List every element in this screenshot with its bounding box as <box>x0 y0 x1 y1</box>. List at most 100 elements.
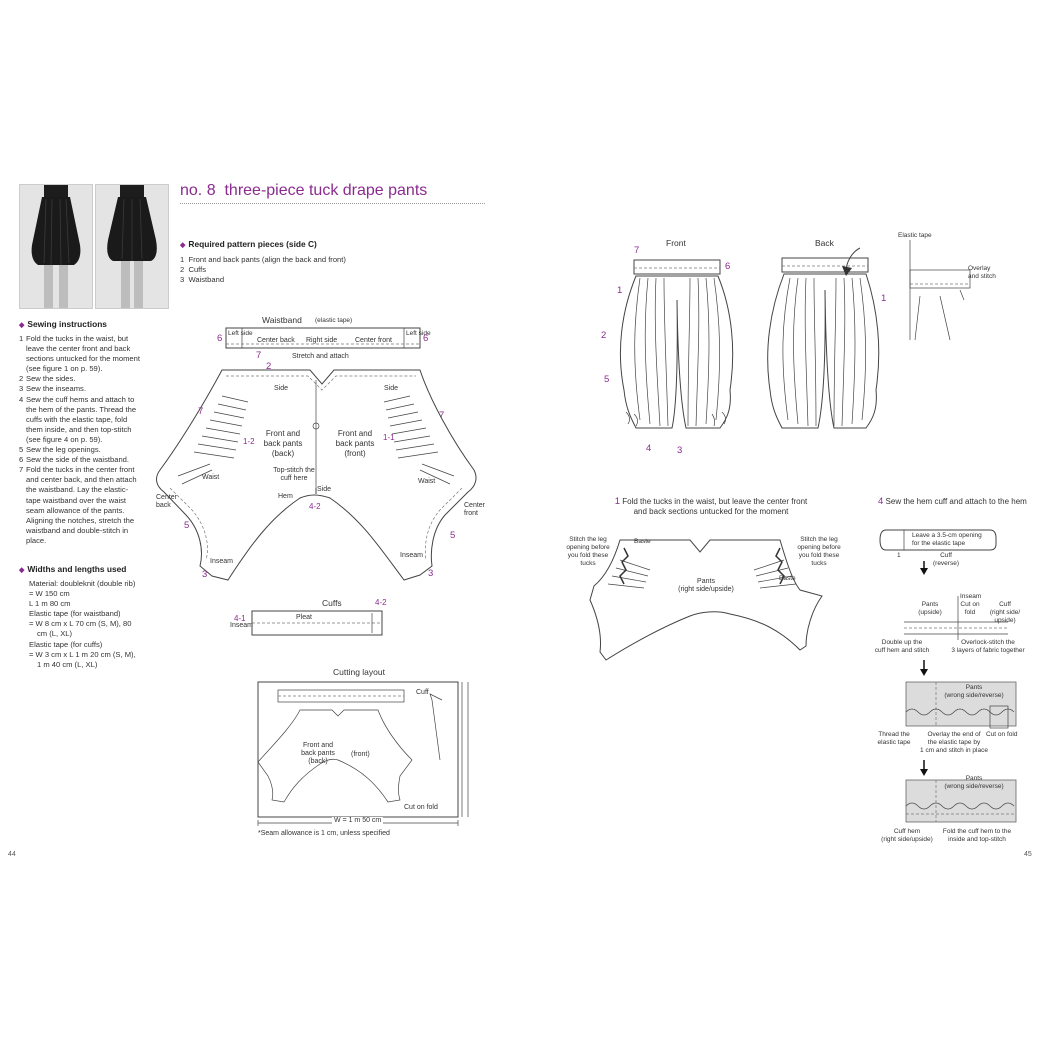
step-number: 2 <box>601 330 607 341</box>
required-item: 2 Cuffs <box>180 265 207 275</box>
side-label: Side <box>317 486 332 493</box>
sewing-heading: ◆Sewing instructions <box>19 319 107 329</box>
right-side-label: Right side <box>306 337 338 344</box>
step-number: 7 <box>256 350 262 361</box>
title-divider <box>180 203 485 204</box>
pants-rs-label: Pants(right side/upside) <box>678 578 734 593</box>
sewing-step-line: leave the center front and back <box>26 344 131 354</box>
center-back-label: Center back <box>257 337 295 344</box>
cuff-reverse-label: Cuff(reverse) <box>932 552 959 567</box>
pants-back-label: Front and back pants (back) <box>263 429 303 458</box>
baste-label: Baste <box>634 538 651 545</box>
step-number: 7 <box>198 406 204 417</box>
page-title: no. 8 three-piece tuck drape pants <box>180 182 428 199</box>
pants-cuff-detail-a <box>905 681 1017 727</box>
sewing-step-number: 2 <box>19 374 24 384</box>
baste-label: Baste <box>779 575 796 582</box>
inseam-label: Inseam <box>210 558 233 565</box>
step-number: 1-1 <box>383 433 395 442</box>
widths-line: = W 8 cm x L 70 cm (S, M), 80 <box>29 619 132 629</box>
required-heading: ◆Required pattern pieces (side C) <box>180 239 317 249</box>
sewing-step-line: Sew the side of the waistband. <box>26 455 130 465</box>
cuff-ring <box>879 529 997 551</box>
widths-line: = W 3 cm x L 1 m 20 cm (S, M), <box>29 649 136 659</box>
sewing-step-number: 4 <box>19 394 24 404</box>
topstitch-label: Top-stitch the cuff here <box>273 467 315 482</box>
inseam-label: Inseam <box>960 593 982 600</box>
waistband-title: Waistband <box>262 315 302 325</box>
widths-line: Elastic tape (for cuffs) <box>29 639 103 649</box>
step-number: 3 <box>428 568 434 579</box>
sewing-step-line: seam allowance of the pants. <box>26 505 125 515</box>
sewing-step-line: Fold the tucks in the waist, but <box>26 334 129 343</box>
waist-label: Waist <box>202 474 220 481</box>
step-number: 5 <box>604 374 610 385</box>
garment-photo-front-figure <box>20 185 92 308</box>
sewing-step-line: cuffs with the elastic tape, fold <box>26 414 128 424</box>
elastic-tape-label: Elastic tape <box>898 232 932 239</box>
step-number: 6 <box>217 333 223 344</box>
step-number: 3 <box>202 569 208 580</box>
step-number: 7 <box>634 245 640 256</box>
sewing-step-line: waistband and double-stitch in <box>26 525 129 535</box>
widths-line: = W 150 cm <box>29 589 70 599</box>
stretch-attach-label: Stretch and attach <box>292 353 349 360</box>
cuff-hem-label: Cuff hem(right side/upside) <box>881 828 933 843</box>
required-item: 1 Front and back pants (align the back a… <box>180 255 346 264</box>
pants-pattern-piece <box>156 369 477 581</box>
pleat-label: Pleat <box>296 614 312 621</box>
required-pieces-section: ◆Required pattern pieces (side C) 1 Fron… <box>180 239 346 285</box>
sewing-step-line: the waistband. Lay the elastic- <box>26 485 129 495</box>
back-title: Back <box>815 238 834 248</box>
pants-back-label: Front and back pants (back) <box>301 742 335 765</box>
inseam-label: Inseam <box>230 622 253 629</box>
step-number: 1 <box>881 293 887 304</box>
page-number-left: 44 <box>8 851 16 858</box>
figure1-caption: 1 Fold the tucks in the waist, but leave… <box>614 496 808 517</box>
pants-front-label: Front and back pants (front) <box>335 429 375 458</box>
step-number: 2 <box>266 361 272 372</box>
back-waistband <box>781 257 869 273</box>
overlay-stitch-label: Overlay and stitch <box>968 265 996 280</box>
sewing-step-line: sections untucked for the moment <box>26 354 140 364</box>
bullet-icon: ◆ <box>19 322 25 329</box>
step-number: 4-2 <box>309 502 321 511</box>
sewing-step-number: 3 <box>19 384 24 394</box>
pants-front-label: (front) <box>351 751 370 758</box>
bullet-icon: ◆ <box>19 567 25 574</box>
page-number-right: 45 <box>1024 851 1032 858</box>
sewing-step-number: 7 <box>19 465 24 475</box>
front-waistband <box>633 259 721 275</box>
sewing-step-line: and center back, and then attach <box>26 475 137 485</box>
seam-allowance-note: *Seam allowance is 1 cm, unless specifie… <box>258 830 390 837</box>
left-side-label-2: Left side <box>406 330 431 337</box>
side-label: Side <box>384 385 399 392</box>
cutting-layout-title: Cutting layout <box>333 667 385 677</box>
sewing-step-line: (see figure 1 on p. 59). <box>26 364 103 374</box>
bullet-icon: ◆ <box>180 242 186 249</box>
step-number: 3 <box>677 445 683 456</box>
step-number: 4-2 <box>375 598 387 607</box>
cut-on-fold-label: Cut on fold <box>404 804 438 811</box>
left-side-label: Left side <box>228 330 253 337</box>
sewing-step-line: (see figure 4 on p. 59). <box>26 434 103 444</box>
widths-line: L 1 m 80 cm <box>29 599 71 609</box>
center-front-label: Center front <box>355 337 392 344</box>
widths-heading: ◆Widths and lengths used <box>19 564 127 574</box>
step-number: 6 <box>423 333 429 344</box>
figure4-caption: 4 Sew the hem cuff and attach to the hem <box>878 496 1027 507</box>
sewing-step-line: Sew the sides. <box>26 374 76 384</box>
waist-label: Waist <box>418 478 436 485</box>
